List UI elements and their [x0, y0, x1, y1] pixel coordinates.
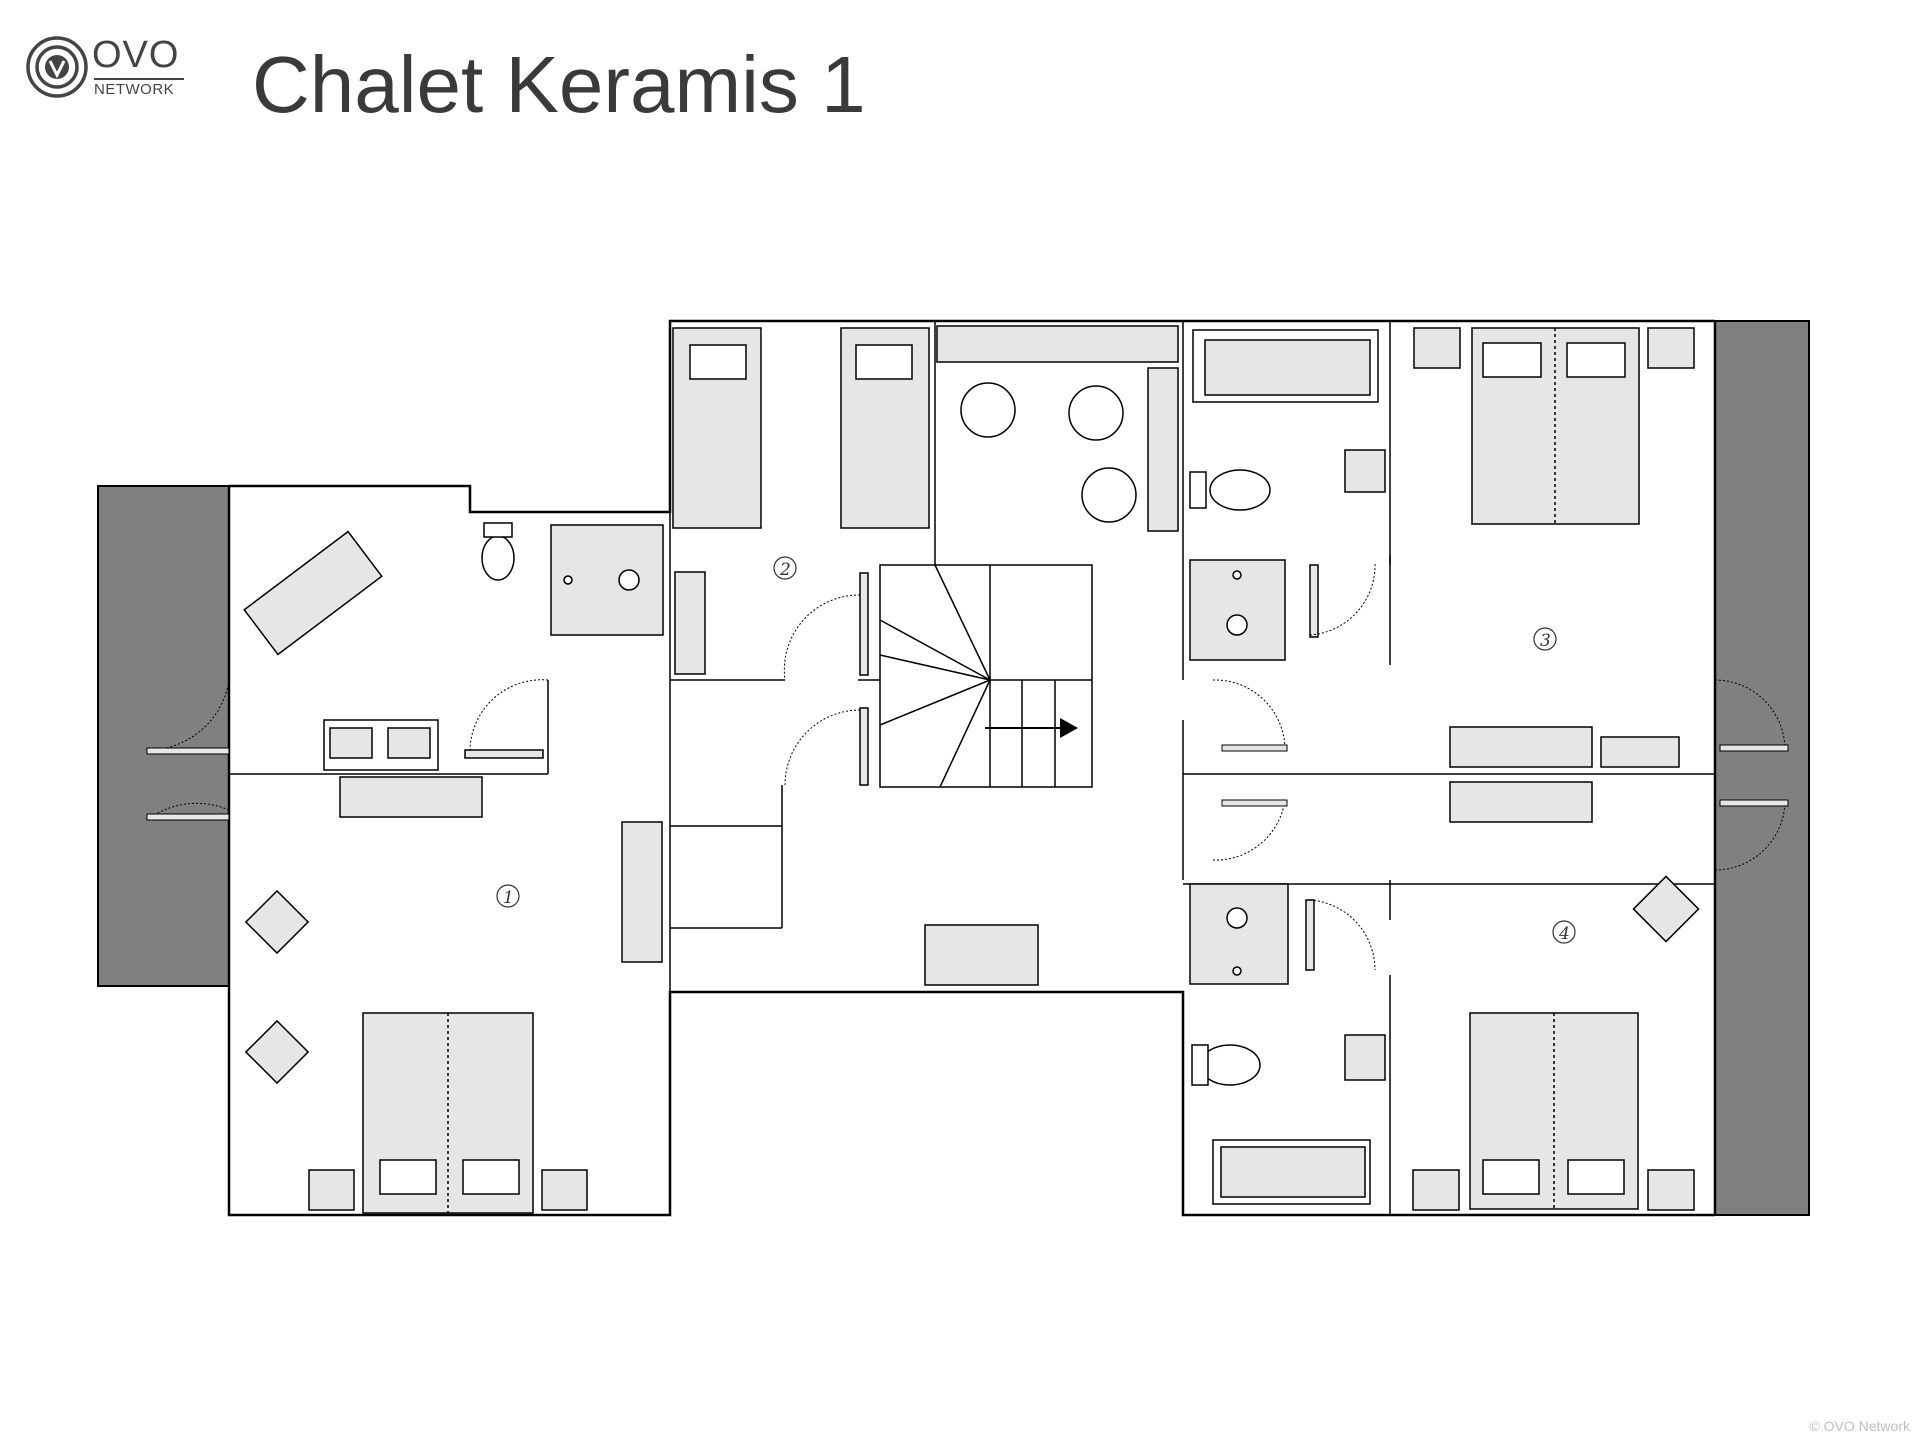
balcony-right [1714, 320, 1810, 1216]
logo-divider [94, 78, 184, 80]
room-label-2: 2 [779, 560, 791, 580]
room-label-3: 3 [1540, 631, 1551, 651]
door-leaves [146, 744, 1789, 821]
staircase [879, 564, 1093, 788]
bathroom-1 [243, 522, 664, 771]
room-labels: 1 2 3 4 [496, 556, 1576, 944]
logo-subtext: NETWORK [94, 81, 175, 98]
ovo-network-logo[interactable]: OVO NETWORK [24, 32, 189, 102]
logo-wordmark: OVO [92, 34, 180, 76]
room-1-furniture [244, 776, 663, 1214]
room-2-furniture [672, 325, 1179, 986]
door-swings [146, 562, 1786, 971]
room-3-furniture [1189, 327, 1695, 768]
page-title: Chalet Keramis 1 [252, 40, 866, 129]
ovo-v-circle-icon [26, 36, 88, 98]
room-4-furniture [1189, 781, 1700, 1211]
copyright-notice: © OVO Network [1809, 1418, 1910, 1434]
header: OVO NETWORK Chalet Keramis 1 [24, 22, 866, 129]
room-label-4: 4 [1558, 924, 1570, 944]
room-label-1: 1 [503, 888, 514, 908]
balcony-left [97, 485, 230, 987]
